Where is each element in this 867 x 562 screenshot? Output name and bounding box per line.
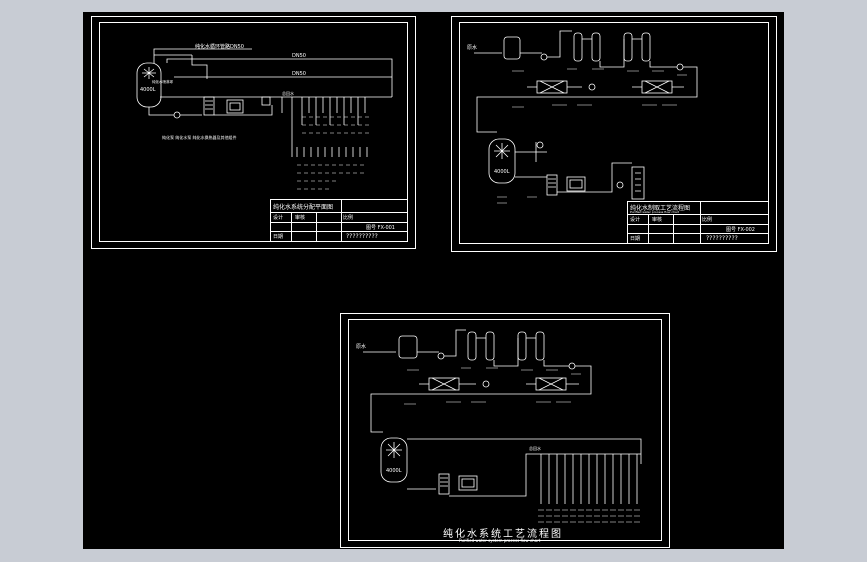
title-block-design: 设计	[273, 215, 284, 221]
drawing-sheet-1: 纯化水循环管路DN50 DN50 DN50 4000L 纯化水喷淋球 纯化泵 纯…	[91, 16, 416, 249]
main-header-label: 总回水	[282, 90, 294, 96]
inlet-label: 原水	[356, 343, 366, 350]
title-block-title: 纯化水系统分配平面图	[273, 204, 334, 211]
sheet-3-subtitle: Purified water system process flow chart	[459, 538, 541, 543]
title-block-review: 审核	[295, 215, 306, 221]
sheet-2-border	[459, 22, 769, 244]
title-block-scale: 比例	[702, 217, 713, 223]
bottom-note: 纯化泵 纯化水泵 纯化水换热器及其他组件	[162, 134, 237, 140]
pipe-top-label: 纯化水循环管路DN50	[195, 43, 244, 50]
title-block-drawing-no: 图号 FX-001	[366, 225, 395, 231]
sheet-2-title-block: 纯化水制取工艺流程图 Purified water process flow c…	[627, 201, 769, 244]
dn50-label-b: DN50	[292, 71, 306, 77]
title-block-date: 日期	[273, 234, 284, 240]
sheet-3-schematic: 原水 4000L 总回水	[356, 329, 642, 523]
title-block-subtitle: Purified water process flow chart	[630, 210, 680, 214]
title-block-footer: ??????????	[706, 235, 738, 242]
sheet-3-title: 纯化水系统工艺流程图	[443, 529, 563, 540]
spray-ball-label: 纯化水喷淋球	[152, 79, 173, 84]
tank-volume-label: 4000L	[494, 169, 510, 175]
tank-volume-label: 4000L	[140, 87, 156, 93]
tank-volume-label: 4000L	[386, 468, 402, 474]
sheet-1-title-block: 纯化水系统分配平面图 设计 审核 比例 图号 FX-001 日期 ???????…	[270, 199, 408, 242]
drawing-sheet-3: 原水 4000L 总回水 纯化水系统工艺流程图 Purified water s…	[340, 313, 670, 548]
sheet-3-border	[348, 319, 662, 541]
main-header-label: 总回水	[529, 445, 541, 451]
sheet-1-schematic: 纯化水循环管路DN50 DN50 DN50 4000L 纯化水喷淋球 纯化泵 纯…	[136, 43, 393, 190]
title-block-scale: 比例	[343, 215, 354, 221]
inlet-label: 原水	[467, 44, 477, 51]
title-block-design: 设计	[630, 217, 641, 223]
dn50-label-a: DN50	[292, 53, 306, 59]
sheet-2-schematic: 原水 4000L	[467, 30, 698, 204]
title-block-footer: ??????????	[346, 233, 378, 240]
sheet-1-border	[99, 22, 408, 242]
drawing-sheet-2: 原水 4000L 纯化水制取工艺流程图 Purified water proce…	[451, 16, 777, 252]
cad-model-viewport[interactable]: 纯化水循环管路DN50 DN50 DN50 4000L 纯化水喷淋球 纯化泵 纯…	[83, 12, 784, 549]
title-block-drawing-no: 图号 FX-002	[726, 227, 755, 233]
title-block-title: 纯化水制取工艺流程图	[630, 205, 691, 212]
title-block-date: 日期	[630, 236, 641, 242]
title-block-review: 审核	[652, 217, 663, 223]
